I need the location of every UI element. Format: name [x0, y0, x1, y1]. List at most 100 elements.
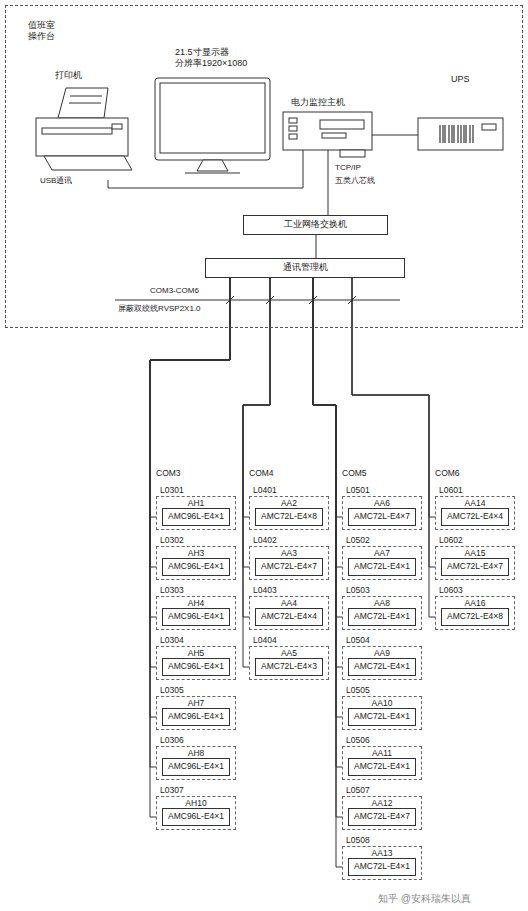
feeder-box: L0502AA7AMC72L-E4×1 — [342, 546, 422, 580]
feeder-box: L0305AH7AMC96L-E4×1 — [156, 696, 236, 730]
meter-box: AMC72L-E4×7 — [348, 808, 416, 826]
connector — [352, 278, 435, 567]
circuit-number: L0301 — [160, 484, 184, 496]
label-anchor: COM3-COM6 — [150, 286, 199, 296]
meter-box: AMC72L-E4×1 — [348, 608, 416, 626]
connector — [316, 235, 317, 258]
feeder-box: L0402AA3AMC72L-E4×7 — [249, 546, 329, 580]
port-range: COM3-COM6 — [150, 286, 199, 296]
connector — [313, 278, 342, 517]
feeder-box: L0306AH8AMC96L-E4×1 — [156, 746, 236, 780]
comm-manager: 通讯管理机 — [205, 258, 405, 278]
circuit-number: L0307 — [160, 784, 184, 796]
feeder-box: L0303AH4AMC96L-E4×1 — [156, 596, 236, 630]
connector — [108, 150, 303, 188]
cabinet-tag: AA7 — [374, 548, 390, 558]
cabinet-tag: AH1 — [188, 498, 205, 508]
connector — [313, 278, 342, 767]
watermark: 知乎 @安科瑞朱以真 — [378, 893, 471, 905]
label-anchor: USB通讯 — [40, 176, 72, 186]
circuit-number: L0602 — [439, 534, 463, 546]
meter-box: AMC96L-E4×1 — [162, 658, 230, 676]
circuit-number: L0305 — [160, 684, 184, 696]
feeder-box: L0307AH10AMC96L-E4×1 — [156, 796, 236, 830]
connector — [352, 278, 435, 617]
label-anchor: 知乎 @安科瑞朱以真 — [378, 893, 471, 905]
feeder-box: L0507AA12AMC72L-E4×7 — [342, 796, 422, 830]
box-label: AMC72L-E4×1 — [354, 762, 410, 771]
meter-box: AMC96L-E4×1 — [162, 708, 230, 726]
label-anchor: COM6 — [435, 468, 460, 478]
connector — [313, 278, 342, 817]
cabinet-tag: AA4 — [281, 598, 297, 608]
monitor-drawing — [155, 78, 270, 173]
circuit-number: L0603 — [439, 584, 463, 596]
box-label: AMC72L-E4×1 — [354, 862, 410, 871]
cabinet-tag: AH10 — [185, 798, 206, 808]
cabinet-tag: AA8 — [374, 598, 390, 608]
feeder-box: L0304AH5AMC96L-E4×1 — [156, 646, 236, 680]
meter-box: AMC72L-E4×4 — [441, 508, 509, 526]
feeder-box: L0603AA16AMC72L-E4×8 — [435, 596, 515, 630]
box-label: AMC96L-E4×1 — [168, 512, 224, 521]
box-label: AMC96L-E4×1 — [168, 712, 224, 721]
circuit-number: L0501 — [346, 484, 370, 496]
connector — [243, 278, 270, 567]
duty-room-region: 值班室 操作台打印机21.5寸显示器 分辨率1920×1080电力监控主机UPS… — [5, 5, 523, 328]
meter-box: AMC72L-E4×1 — [348, 558, 416, 576]
port-label: COM5 — [342, 468, 367, 478]
connector — [313, 278, 342, 567]
box-label: AMC72L-E4×7 — [354, 812, 410, 821]
connector — [352, 278, 435, 517]
circuit-number: L0306 — [160, 734, 184, 746]
wire-note: USB通讯 — [40, 176, 72, 186]
ups: UPS — [418, 72, 505, 150]
connector — [313, 278, 342, 717]
connector — [150, 278, 230, 617]
feeder-box: L0501AA6AMC72L-E4×7 — [342, 496, 422, 530]
monitor: 21.5寸显示器 分辨率1920×1080 — [150, 45, 275, 175]
box-label: AMC72L-E4×3 — [261, 662, 317, 671]
circuit-number: L0404 — [253, 634, 277, 646]
box-label: AMC96L-E4×1 — [168, 762, 224, 771]
meter-box: AMC72L-E4×7 — [255, 558, 323, 576]
box-label: AMC72L-E4×8 — [261, 512, 317, 521]
port-label: COM3 — [156, 468, 181, 478]
circuit-number: L0303 — [160, 584, 184, 596]
ups-drawing — [418, 118, 503, 150]
cabinet-tag: AA14 — [465, 498, 486, 508]
feeder-box: L0508AA13AMC72L-E4×1 — [342, 846, 422, 880]
cabinet-tag: AA13 — [372, 848, 393, 858]
circuit-number: L0508 — [346, 834, 370, 846]
circuit-number: L0302 — [160, 534, 184, 546]
feeder-box: L0601AA14AMC72L-E4×4 — [435, 496, 515, 530]
connector — [150, 278, 230, 767]
label-anchor: 五类八芯线 — [335, 176, 375, 186]
box-label: AMC96L-E4×1 — [168, 612, 224, 621]
box-label: AMC72L-E4×1 — [354, 712, 410, 721]
cabinet-tag: AA16 — [465, 598, 486, 608]
feeder-box: L0403AA4AMC72L-E4×4 — [249, 596, 329, 630]
cabinet-tag: AH3 — [188, 548, 205, 558]
circuit-number: L0507 — [346, 784, 370, 796]
meter-box: AMC96L-E4×1 — [162, 508, 230, 526]
device-label: UPS — [451, 74, 470, 85]
connector — [150, 278, 230, 517]
meter-box: AMC72L-E4×4 — [255, 608, 323, 626]
meter-box: AMC96L-E4×1 — [162, 608, 230, 626]
feeder-box: L0602AA15AMC72L-E4×7 — [435, 546, 515, 580]
box-label: AMC72L-E4×1 — [354, 562, 410, 571]
connector — [150, 278, 230, 567]
feeder-box: L0302AH3AMC96L-E4×1 — [156, 546, 236, 580]
cabinet-tag: AA3 — [281, 548, 297, 558]
cabinet-tag: AA2 — [281, 498, 297, 508]
feeder-box: L0503AA8AMC72L-E4×1 — [342, 596, 422, 630]
meter-box: AMC72L-E4×1 — [348, 708, 416, 726]
device-label: 21.5寸显示器 分辨率1920×1080 — [175, 47, 275, 70]
circuit-number: L0502 — [346, 534, 370, 546]
box-label: AMC72L-E4×7 — [354, 512, 410, 521]
meter-box: AMC72L-E4×8 — [441, 608, 509, 626]
cabinet-tag: AA6 — [374, 498, 390, 508]
